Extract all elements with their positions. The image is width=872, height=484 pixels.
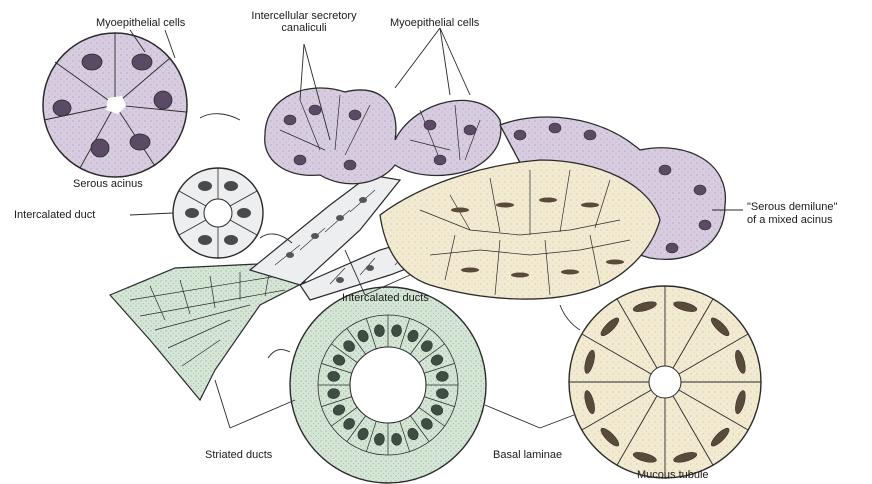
label-intercalated-duct: Intercalated duct: [14, 209, 95, 221]
serous-acini-cluster: [265, 88, 501, 184]
label-basal-laminae: Basal laminae: [493, 449, 562, 461]
label-myoepithelial-cells-left: Myoepithelial cells: [96, 17, 185, 29]
label-serous-acinus: Serous acinus: [73, 178, 143, 190]
serous-acinus-cross-section: [43, 33, 187, 177]
label-mucous-tubule: Mucous tubule: [637, 469, 709, 481]
label-intercalated-ducts: Intercalated ducts: [342, 292, 429, 304]
label-striated-ducts: Striated ducts: [205, 449, 272, 461]
striated-duct: [110, 262, 305, 400]
mucous-tubule-cross-section: [569, 286, 761, 478]
label-serous-demilune-sub: of a mixed acinus: [747, 214, 833, 226]
label-intercellular-secretory-canaliculi: Intercellular secretory canaliculi: [244, 10, 364, 34]
intercalated-duct-cross-section: [173, 168, 263, 258]
label-serous-demilune: "Serous demilune": [747, 201, 837, 213]
label-myoepithelial-cells-right: Myoepithelial cells: [390, 17, 479, 29]
striated-duct-cross-section: [290, 287, 486, 483]
